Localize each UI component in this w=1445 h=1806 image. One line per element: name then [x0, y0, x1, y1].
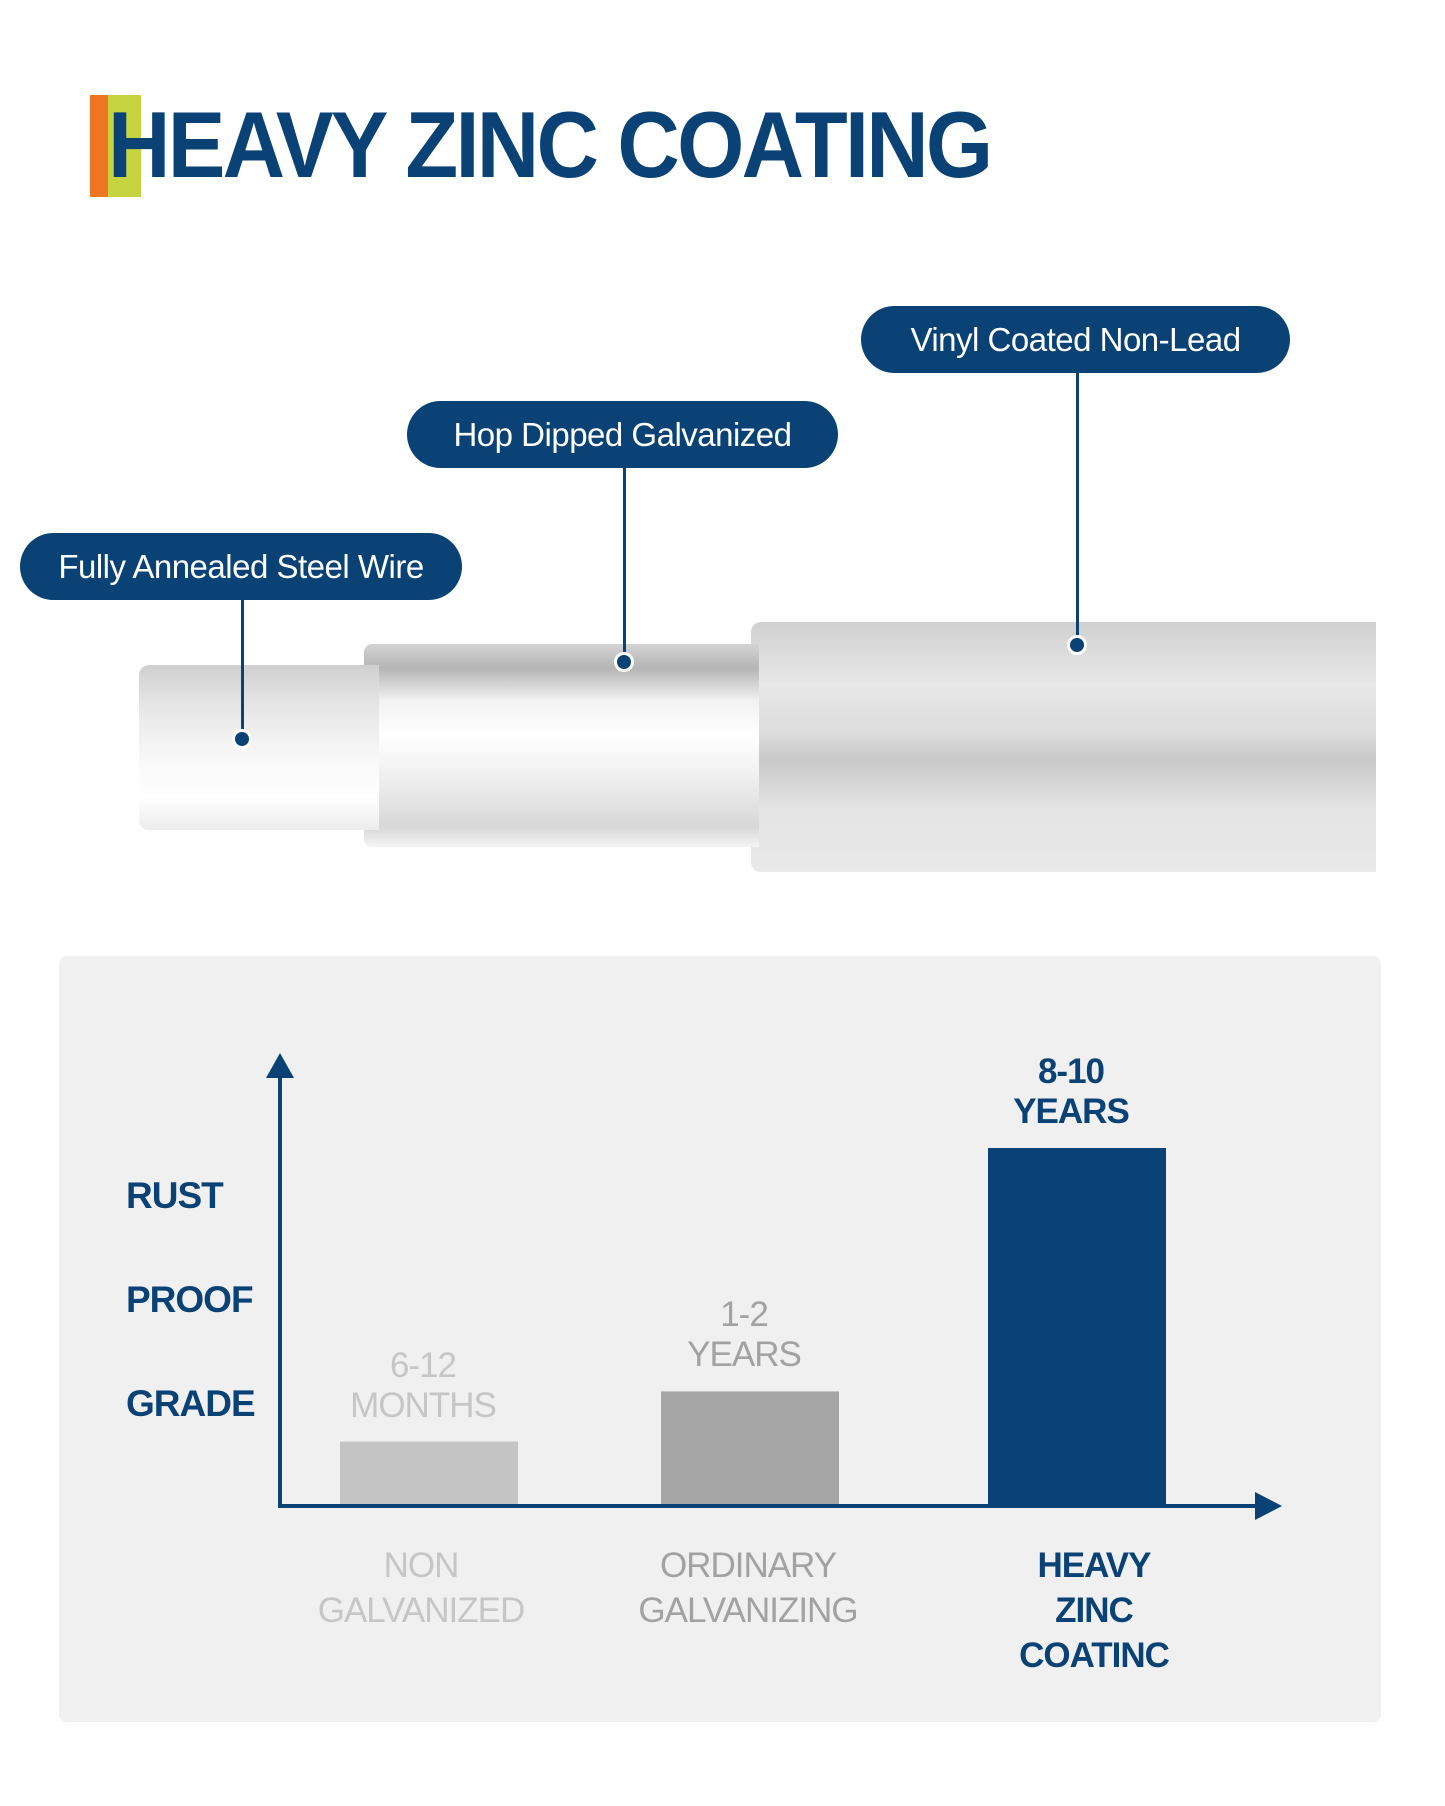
category-label-line: NON: [383, 1546, 460, 1585]
category-label: NON GALVANIZED: [271, 1543, 571, 1633]
category-label-line: HEAVY: [1037, 1546, 1152, 1585]
value-label-line: 8-10: [1037, 1052, 1105, 1091]
category-label-line: GALVANIZING: [638, 1591, 858, 1630]
bar-0: [340, 1441, 518, 1506]
value-label-line: YEARS: [1013, 1092, 1130, 1131]
bar-1: [661, 1391, 839, 1506]
value-label-line: YEARS: [687, 1335, 802, 1375]
callout-dot: [614, 652, 634, 672]
callout-dot: [232, 729, 252, 749]
callout-vinyl: Vinyl Coated Non-Lead: [861, 306, 1290, 373]
y-axis-arrow-icon: [266, 1053, 294, 1078]
bar-2: [988, 1148, 1166, 1506]
value-label-line: 6-12: [389, 1345, 457, 1385]
category-label-line: ORDINARY: [659, 1546, 837, 1585]
galvanized-layer: [364, 644, 759, 847]
y-label-proof: PROOF: [126, 1279, 254, 1320]
callout-galvanized: Hop Dipped Galvanized: [407, 401, 838, 468]
logo-green-bar: [108, 95, 141, 197]
x-axis-arrow-icon: [1255, 1492, 1282, 1520]
callout-dot: [1067, 635, 1087, 655]
callout-steel-wire: Fully Annealed Steel Wire: [20, 533, 462, 600]
value-label-line: 1-2: [720, 1295, 769, 1335]
category-label-line: GALVANIZED: [317, 1591, 526, 1630]
leader-line: [241, 598, 244, 738]
value-label-line: MONTHS: [350, 1385, 497, 1425]
leader-line: [1076, 371, 1079, 644]
y-label-grade: GRADE: [126, 1383, 256, 1424]
category-label: ORDINARY GALVANIZING: [598, 1543, 898, 1633]
logo-orange-bar: [90, 95, 108, 197]
leader-line: [623, 466, 626, 661]
category-label: HEAVY ZINC COATINC: [944, 1543, 1244, 1678]
page-title: HEAVY ZINC COATING: [108, 92, 993, 197]
steel-wire-core: [139, 665, 379, 830]
y-label-rust: RUST: [126, 1175, 224, 1216]
category-label-line: COATINC: [1019, 1636, 1170, 1675]
vinyl-coating-layer: [751, 622, 1376, 872]
category-label-line: ZINC: [1055, 1591, 1134, 1630]
